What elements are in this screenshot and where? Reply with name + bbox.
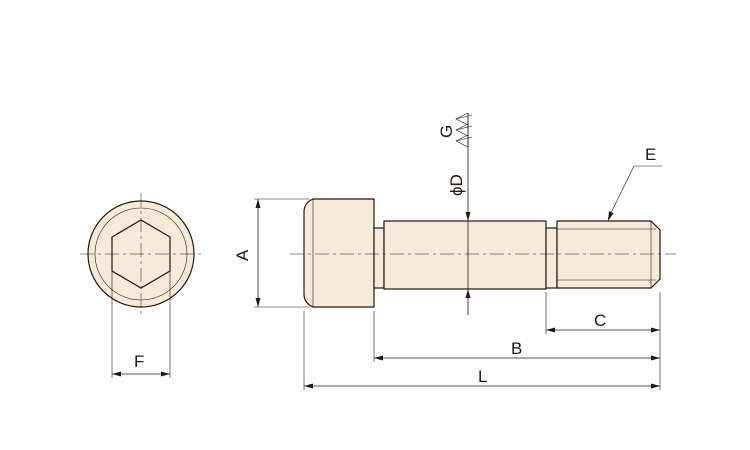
finish-triangle-upper [455,112,469,126]
e-label: E [645,145,656,164]
l-arrow-right [651,383,660,389]
f-arrow-right [161,371,170,377]
thread-relief [545,227,558,289]
c-label: C [594,311,606,330]
phi-d-label: ϕD [447,174,466,196]
side-view: A ϕD G E C B [233,112,676,390]
f-arrow-left [112,371,121,377]
e-leader-diagonal [607,165,635,220]
surface-finish-symbol [455,112,473,148]
head-neck [373,227,385,289]
b-arrow-right [651,355,660,361]
a-arrow-bottom [255,298,261,307]
finish-triangle-third [455,134,469,148]
bolt-head [303,198,375,308]
c-arrow-left [546,327,555,333]
threaded-section [556,220,661,289]
finish-hatch-3 [455,136,473,142]
g-label: G [437,125,456,138]
phi-d-arrow-top [465,212,471,221]
a-label: A [233,249,252,261]
finish-triangle-lower [455,123,469,137]
c-arrow-right [651,327,660,333]
a-arrow-top [255,199,261,208]
e-leader-arrow [608,211,614,221]
b-arrow-left [374,355,383,361]
finish-hatch-1 [455,114,473,120]
f-label: F [134,352,144,371]
end-view: F [80,193,202,378]
phi-d-arrow-bottom [465,289,471,298]
shoulder-body [383,220,547,290]
l-label: L [478,367,487,386]
l-arrow-left [304,383,313,389]
finish-hatch-2 [455,125,473,131]
b-label: B [511,339,522,358]
